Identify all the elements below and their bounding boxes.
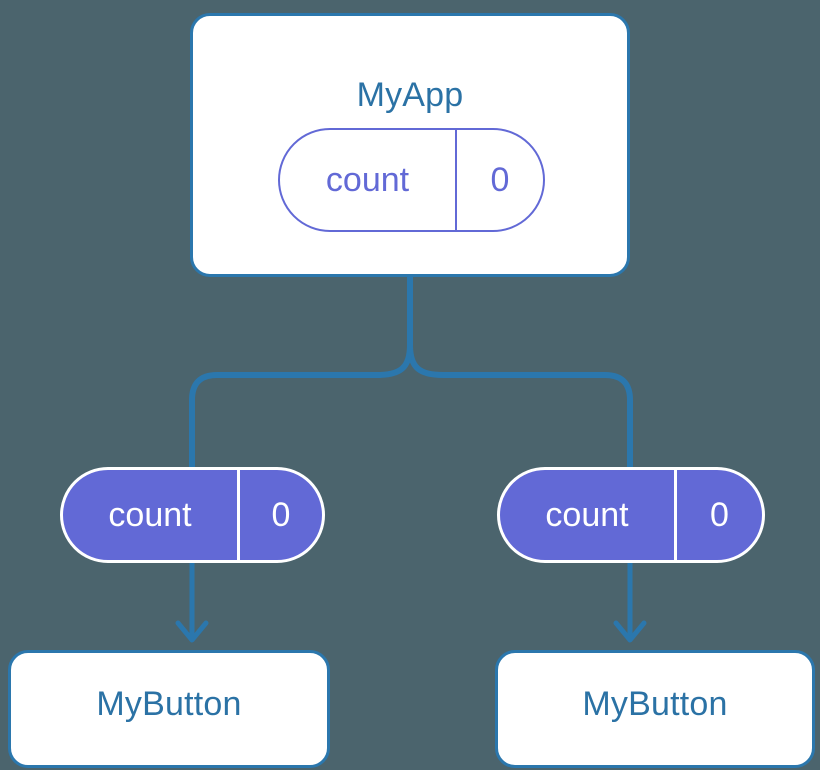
state-value-child-left: 0 [237, 470, 322, 560]
state-key-child-right: count [545, 495, 629, 534]
component-title-mybutton-left: MyButton [96, 685, 242, 723]
state-pill-myapp[interactable]: count 0 [278, 128, 545, 232]
state-key-myapp: count [325, 160, 410, 199]
component-title-myapp: MyApp [356, 76, 464, 114]
arrow-head-right [613, 620, 647, 643]
state-key-child-left: count [108, 495, 192, 534]
component-box-mybutton-right[interactable]: MyButton [495, 650, 815, 768]
branch-line-right [407, 344, 633, 470]
state-value-myapp: 0 [455, 130, 543, 230]
component-title-mybutton-right: MyButton [582, 685, 728, 723]
state-pill-child-right[interactable]: count 0 [497, 467, 765, 563]
branch-line-left [189, 344, 413, 470]
arrow-head-left [175, 620, 209, 643]
state-pill-child-left[interactable]: count 0 [60, 467, 325, 563]
state-value-child-right: 0 [674, 470, 762, 560]
component-box-mybutton-left[interactable]: MyButton [8, 650, 330, 768]
